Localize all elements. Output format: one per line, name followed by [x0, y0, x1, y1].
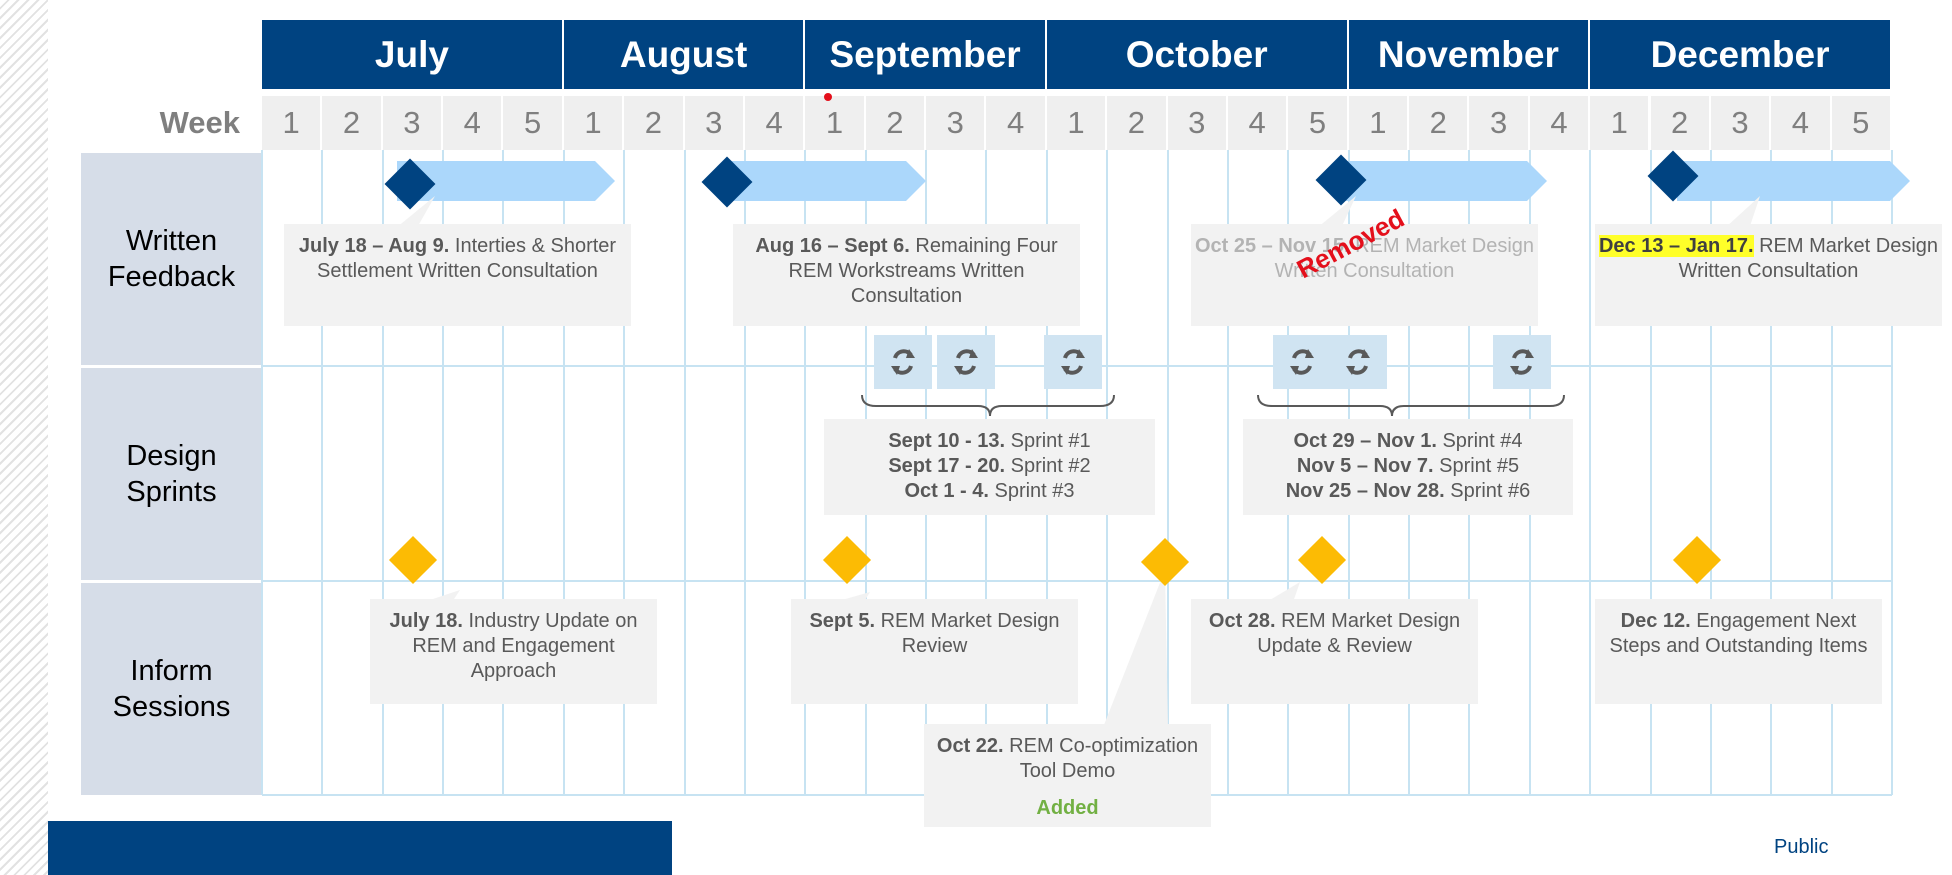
- callout-pointer: [1725, 196, 1760, 228]
- week-cell: 2: [865, 96, 927, 150]
- callout-pointer: [396, 196, 435, 228]
- sprint-line: Sept 10 - 13. Sprint #1: [888, 430, 1091, 452]
- sprint-line: Nov 5 – Nov 7. Sprint #5: [1296, 455, 1520, 477]
- month-header-cell: November: [1348, 20, 1591, 89]
- week-cell: 2: [322, 96, 383, 150]
- week-cell: 3: [926, 96, 987, 150]
- sprint-cycle-icon: [1044, 335, 1102, 389]
- sprint-cycle-icon: [874, 335, 932, 389]
- week-cell: 3: [1167, 96, 1228, 150]
- week-cell: 5: [503, 96, 564, 150]
- grid-line: [1166, 150, 1169, 795]
- classification-label: Public: [1774, 836, 1829, 858]
- week-cell: 1: [805, 96, 866, 150]
- week-cell: 3: [1710, 96, 1772, 150]
- week-cell: 2: [1650, 96, 1711, 150]
- week-cell: 2: [1409, 96, 1470, 150]
- grid-line: [381, 150, 384, 795]
- sprint-brace-left: [861, 394, 1115, 417]
- week-cell: 3: [1469, 96, 1530, 150]
- grid-line: [1649, 150, 1652, 795]
- grid-line: [1709, 150, 1712, 795]
- sprint-brace-right: [1257, 394, 1565, 417]
- week-cell: 1: [262, 96, 323, 150]
- written-feedback-callout: Aug 16 – Sept 6. Remaining Four REM Work…: [733, 224, 1080, 326]
- week-cell: 3: [382, 96, 444, 150]
- grid-line: [623, 150, 626, 795]
- grid-line: [442, 150, 445, 795]
- callout-pointer: [1317, 196, 1356, 228]
- added-label: Added: [1036, 797, 1099, 819]
- grid-line: [1830, 150, 1833, 795]
- sprint-line: Oct 1 - 4. Sprint #3: [904, 480, 1075, 502]
- grid-line: [1226, 150, 1229, 795]
- grid-line: [502, 150, 505, 795]
- week-cell: 1: [1348, 96, 1410, 150]
- month-header-cell: July: [262, 20, 564, 89]
- week-cell: 1: [1590, 96, 1651, 150]
- sprint-line: Nov 25 – Nov 28. Sprint #6: [1285, 480, 1531, 502]
- callout-pointer: [1102, 570, 1168, 730]
- month-header-cell: September: [805, 20, 1047, 89]
- grid-line: [321, 150, 324, 795]
- written-feedback-bar: [728, 161, 926, 201]
- row-divider: [262, 580, 1892, 582]
- grid-line: [1890, 150, 1893, 795]
- week-cell: 1: [563, 96, 625, 150]
- row-label-inform-sessions: Inform Sessions: [81, 583, 262, 795]
- grid-line: [683, 150, 686, 795]
- week-cell: 4: [986, 96, 1047, 150]
- week-cell: 4: [1771, 96, 1832, 150]
- sprint-callout: Sept 10 - 13. Sprint #1 Sept 17 - 20. Sp…: [824, 419, 1155, 515]
- inform-session-callout: Oct 28. REM Market Design Update & Revie…: [1191, 599, 1478, 704]
- week-cell: 4: [744, 96, 806, 150]
- inform-session-callout: July 18. Industry Update on REM and Enga…: [370, 599, 657, 704]
- row-label-design-sprints: Design Sprints: [81, 368, 262, 580]
- sprint-line: Oct 29 – Nov 1. Sprint #4: [1293, 430, 1523, 452]
- week-cell: 1: [1046, 96, 1108, 150]
- month-header-cell: December: [1590, 20, 1892, 89]
- week-cell: 2: [1107, 96, 1168, 150]
- row-label-written-feedback: Written Feedback: [81, 153, 262, 365]
- sprint-cycle-icon: [1329, 335, 1387, 389]
- sprint-cycle-icon: [937, 335, 995, 389]
- decorative-stripe: [0, 0, 48, 875]
- written-feedback-bar: [1342, 161, 1547, 201]
- grid-line: [562, 150, 565, 795]
- week-cell: 2: [624, 96, 685, 150]
- month-header-cell: October: [1046, 20, 1349, 89]
- week-cell: 5: [1831, 96, 1892, 150]
- week-cell: 3: [684, 96, 745, 150]
- week-cell: 5: [1288, 96, 1349, 150]
- written-feedback-callout: July 18 – Aug 9. Interties & Shorter Set…: [284, 224, 631, 326]
- written-feedback-callout-removed: Oct 25 – Nov 15. REM Market Design Writt…: [1191, 224, 1538, 326]
- sprint-line: Sept 17 - 20. Sprint #2: [888, 455, 1091, 477]
- week-cell: 4: [1227, 96, 1289, 150]
- grid-line: [1770, 150, 1773, 795]
- sprint-callout: Oct 29 – Nov 1. Sprint #4 Nov 5 – Nov 7.…: [1243, 419, 1573, 515]
- written-feedback-callout: Dec 13 – Jan 17. REM Market Design Writt…: [1595, 224, 1942, 326]
- grid-line: [261, 150, 263, 795]
- week-cell: 4: [443, 96, 504, 150]
- month-header-cell: August: [563, 20, 806, 89]
- inform-session-callout: Sept 5. REM Market Design Review: [791, 599, 1078, 704]
- footer-bar: [48, 821, 672, 875]
- grid-line: [1589, 150, 1592, 795]
- grid-line: [804, 150, 807, 795]
- inform-session-callout-added: Oct 22. REM Co-optimization Tool Demo Ad…: [924, 724, 1211, 827]
- inform-session-callout: Dec 12. Engagement Next Steps and Outsta…: [1595, 599, 1882, 704]
- week-cell: 4: [1529, 96, 1591, 150]
- red-marker-dot: [824, 93, 832, 101]
- grid-line: [743, 150, 746, 795]
- written-feedback-bar: [1677, 161, 1910, 201]
- sprint-cycle-icon: [1273, 335, 1331, 389]
- week-label: Week: [159, 105, 240, 140]
- sprint-cycle-icon: [1493, 335, 1551, 389]
